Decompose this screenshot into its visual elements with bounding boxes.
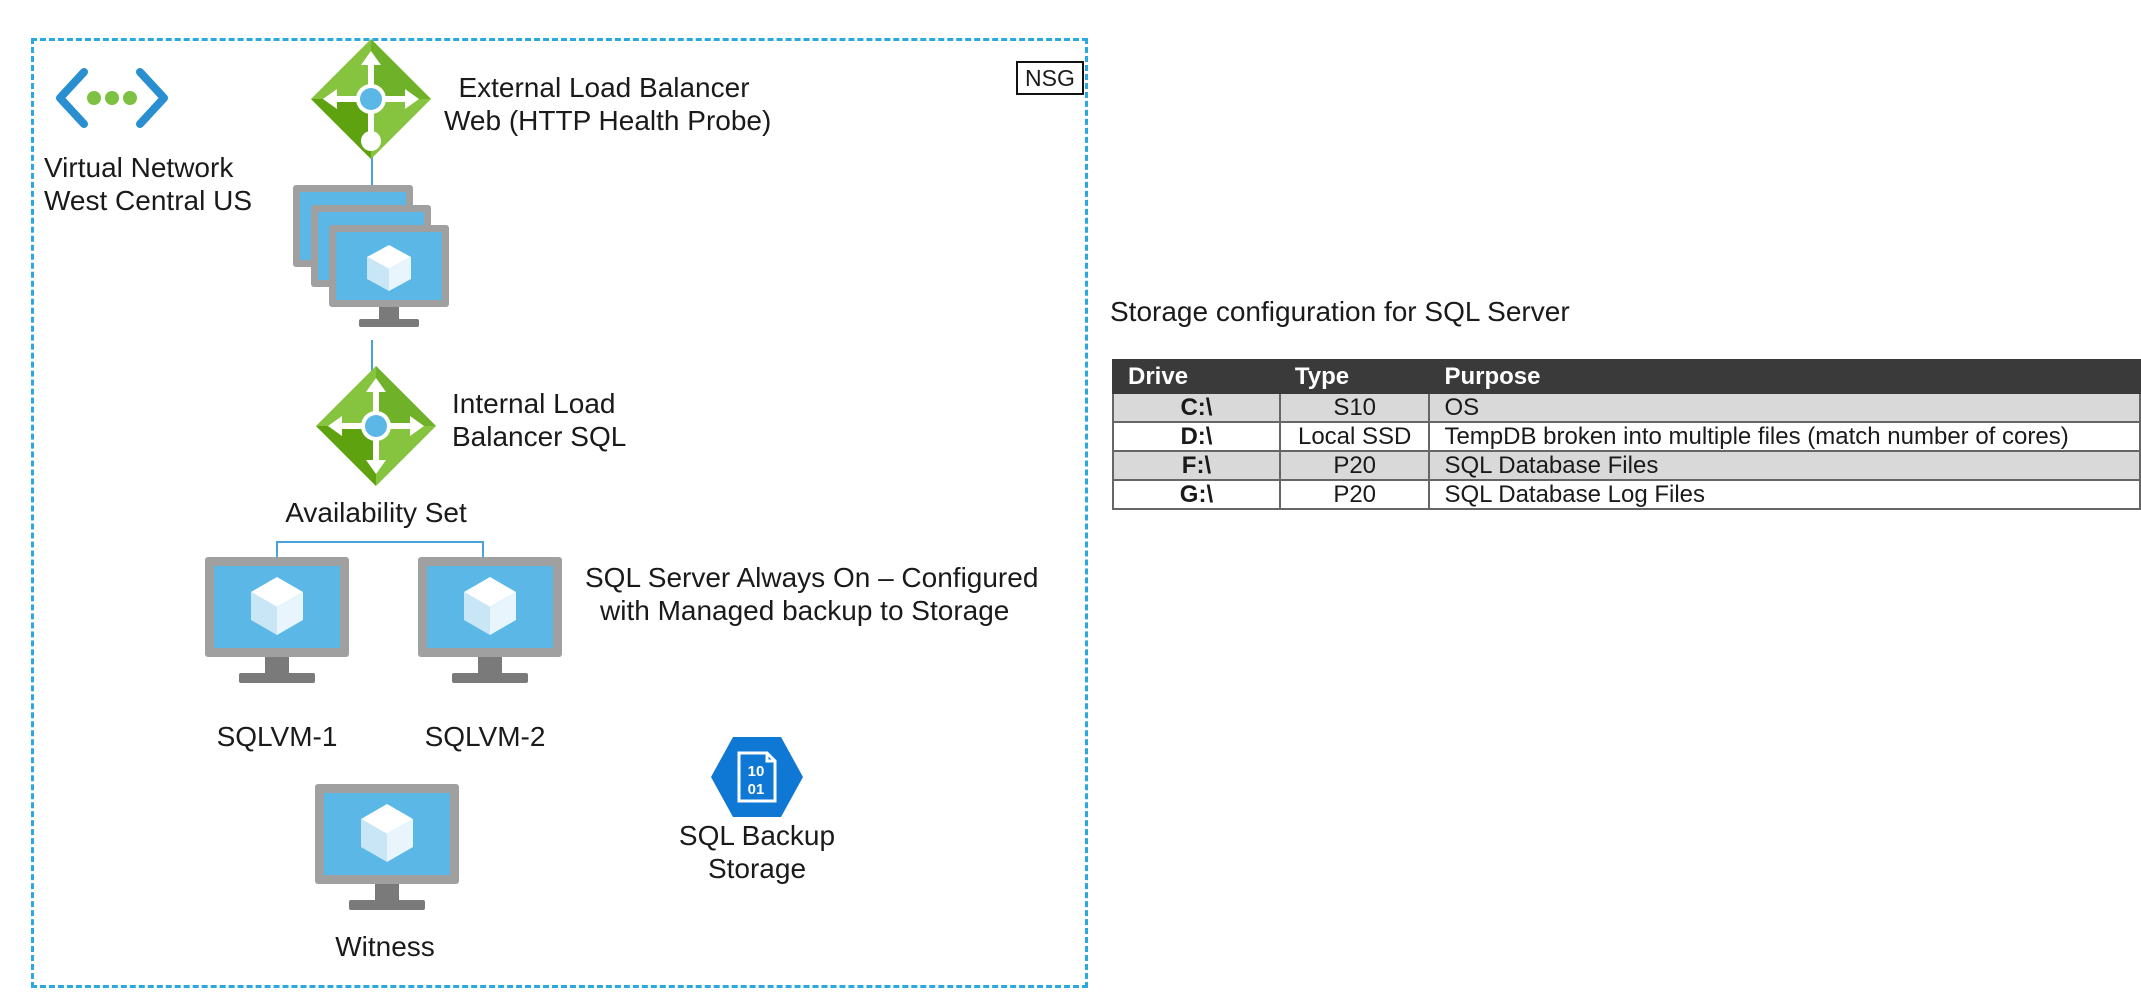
storage-blob-icon: 10 01 xyxy=(709,735,805,819)
cell-drive: C:\ xyxy=(1112,392,1281,423)
vnet-name-line1: Virtual Network xyxy=(44,152,234,183)
backup-storage-label-line1: SQL Backup xyxy=(678,820,836,851)
sql-always-on-line2: with Managed backup to Storage xyxy=(600,595,1010,626)
cell-drive: F:\ xyxy=(1112,450,1281,481)
table-row: F:\ P20 SQL Database Files xyxy=(1112,450,2141,481)
sqlvm-2-icon xyxy=(416,555,564,691)
table-row: G:\ P20 SQL Database Log Files xyxy=(1112,479,2141,510)
sql-always-on-line1: SQL Server Always On – Configured xyxy=(585,562,1039,593)
cell-drive: D:\ xyxy=(1112,421,1281,452)
cell-purpose: TempDB broken into multiple files (match… xyxy=(1428,421,2141,452)
cell-type: P20 xyxy=(1278,450,1431,481)
storage-glyph-top: 10 xyxy=(748,763,765,780)
connector-line xyxy=(371,152,373,192)
storage-config-title: Storage configuration for SQL Server xyxy=(1110,296,1570,327)
table-row: D:\ Local SSD TempDB broken into multipl… xyxy=(1112,421,2141,452)
external-lb-label-line2: Web (HTTP Health Probe) xyxy=(444,105,772,136)
connector-line xyxy=(276,541,278,559)
cell-type: Local SSD xyxy=(1278,421,1431,452)
internal-lb-label-line2: Balancer SQL xyxy=(452,421,627,452)
connector-line xyxy=(276,541,484,543)
cell-type: P20 xyxy=(1278,479,1431,510)
vnet-name-line2: West Central US xyxy=(44,185,252,216)
witness-label: Witness xyxy=(335,931,435,962)
storage-config-table: Drive Type Purpose C:\ S10 OS D:\ Local … xyxy=(1112,359,2141,510)
table-header-row: Drive Type Purpose xyxy=(1112,359,2141,394)
availability-set-label: Availability Set xyxy=(285,497,467,528)
witness-vm-icon xyxy=(313,782,461,918)
table-row: C:\ S10 OS xyxy=(1112,392,2141,423)
connector-line xyxy=(371,340,373,372)
cell-purpose: SQL Database Files xyxy=(1428,450,2141,481)
vm-scale-set-icon xyxy=(291,183,451,343)
sqlvm-2-label: SQLVM-2 xyxy=(424,721,546,752)
header-type: Type xyxy=(1278,359,1431,394)
cell-purpose: SQL Database Log Files xyxy=(1428,479,2141,510)
cell-purpose: OS xyxy=(1428,392,2141,423)
cell-drive: G:\ xyxy=(1112,479,1281,510)
virtual-network-icon xyxy=(54,66,170,130)
internal-lb-label-line1: Internal Load xyxy=(452,388,616,419)
header-purpose: Purpose xyxy=(1428,359,2141,394)
sqlvm-1-label: SQLVM-1 xyxy=(216,721,338,752)
cell-type: S10 xyxy=(1278,392,1431,423)
header-drive: Drive xyxy=(1112,359,1281,394)
storage-glyph-bottom: 01 xyxy=(748,781,765,798)
external-load-balancer-icon xyxy=(309,37,433,161)
backup-storage-label-line2: Storage xyxy=(707,853,807,884)
external-lb-label-line1: External Load Balancer xyxy=(458,72,750,103)
sqlvm-1-icon xyxy=(203,555,351,691)
nsg-badge: NSG xyxy=(1016,61,1084,95)
virtual-network-boundary xyxy=(31,38,1088,988)
internal-load-balancer-icon xyxy=(314,364,438,488)
connector-line xyxy=(482,541,484,559)
